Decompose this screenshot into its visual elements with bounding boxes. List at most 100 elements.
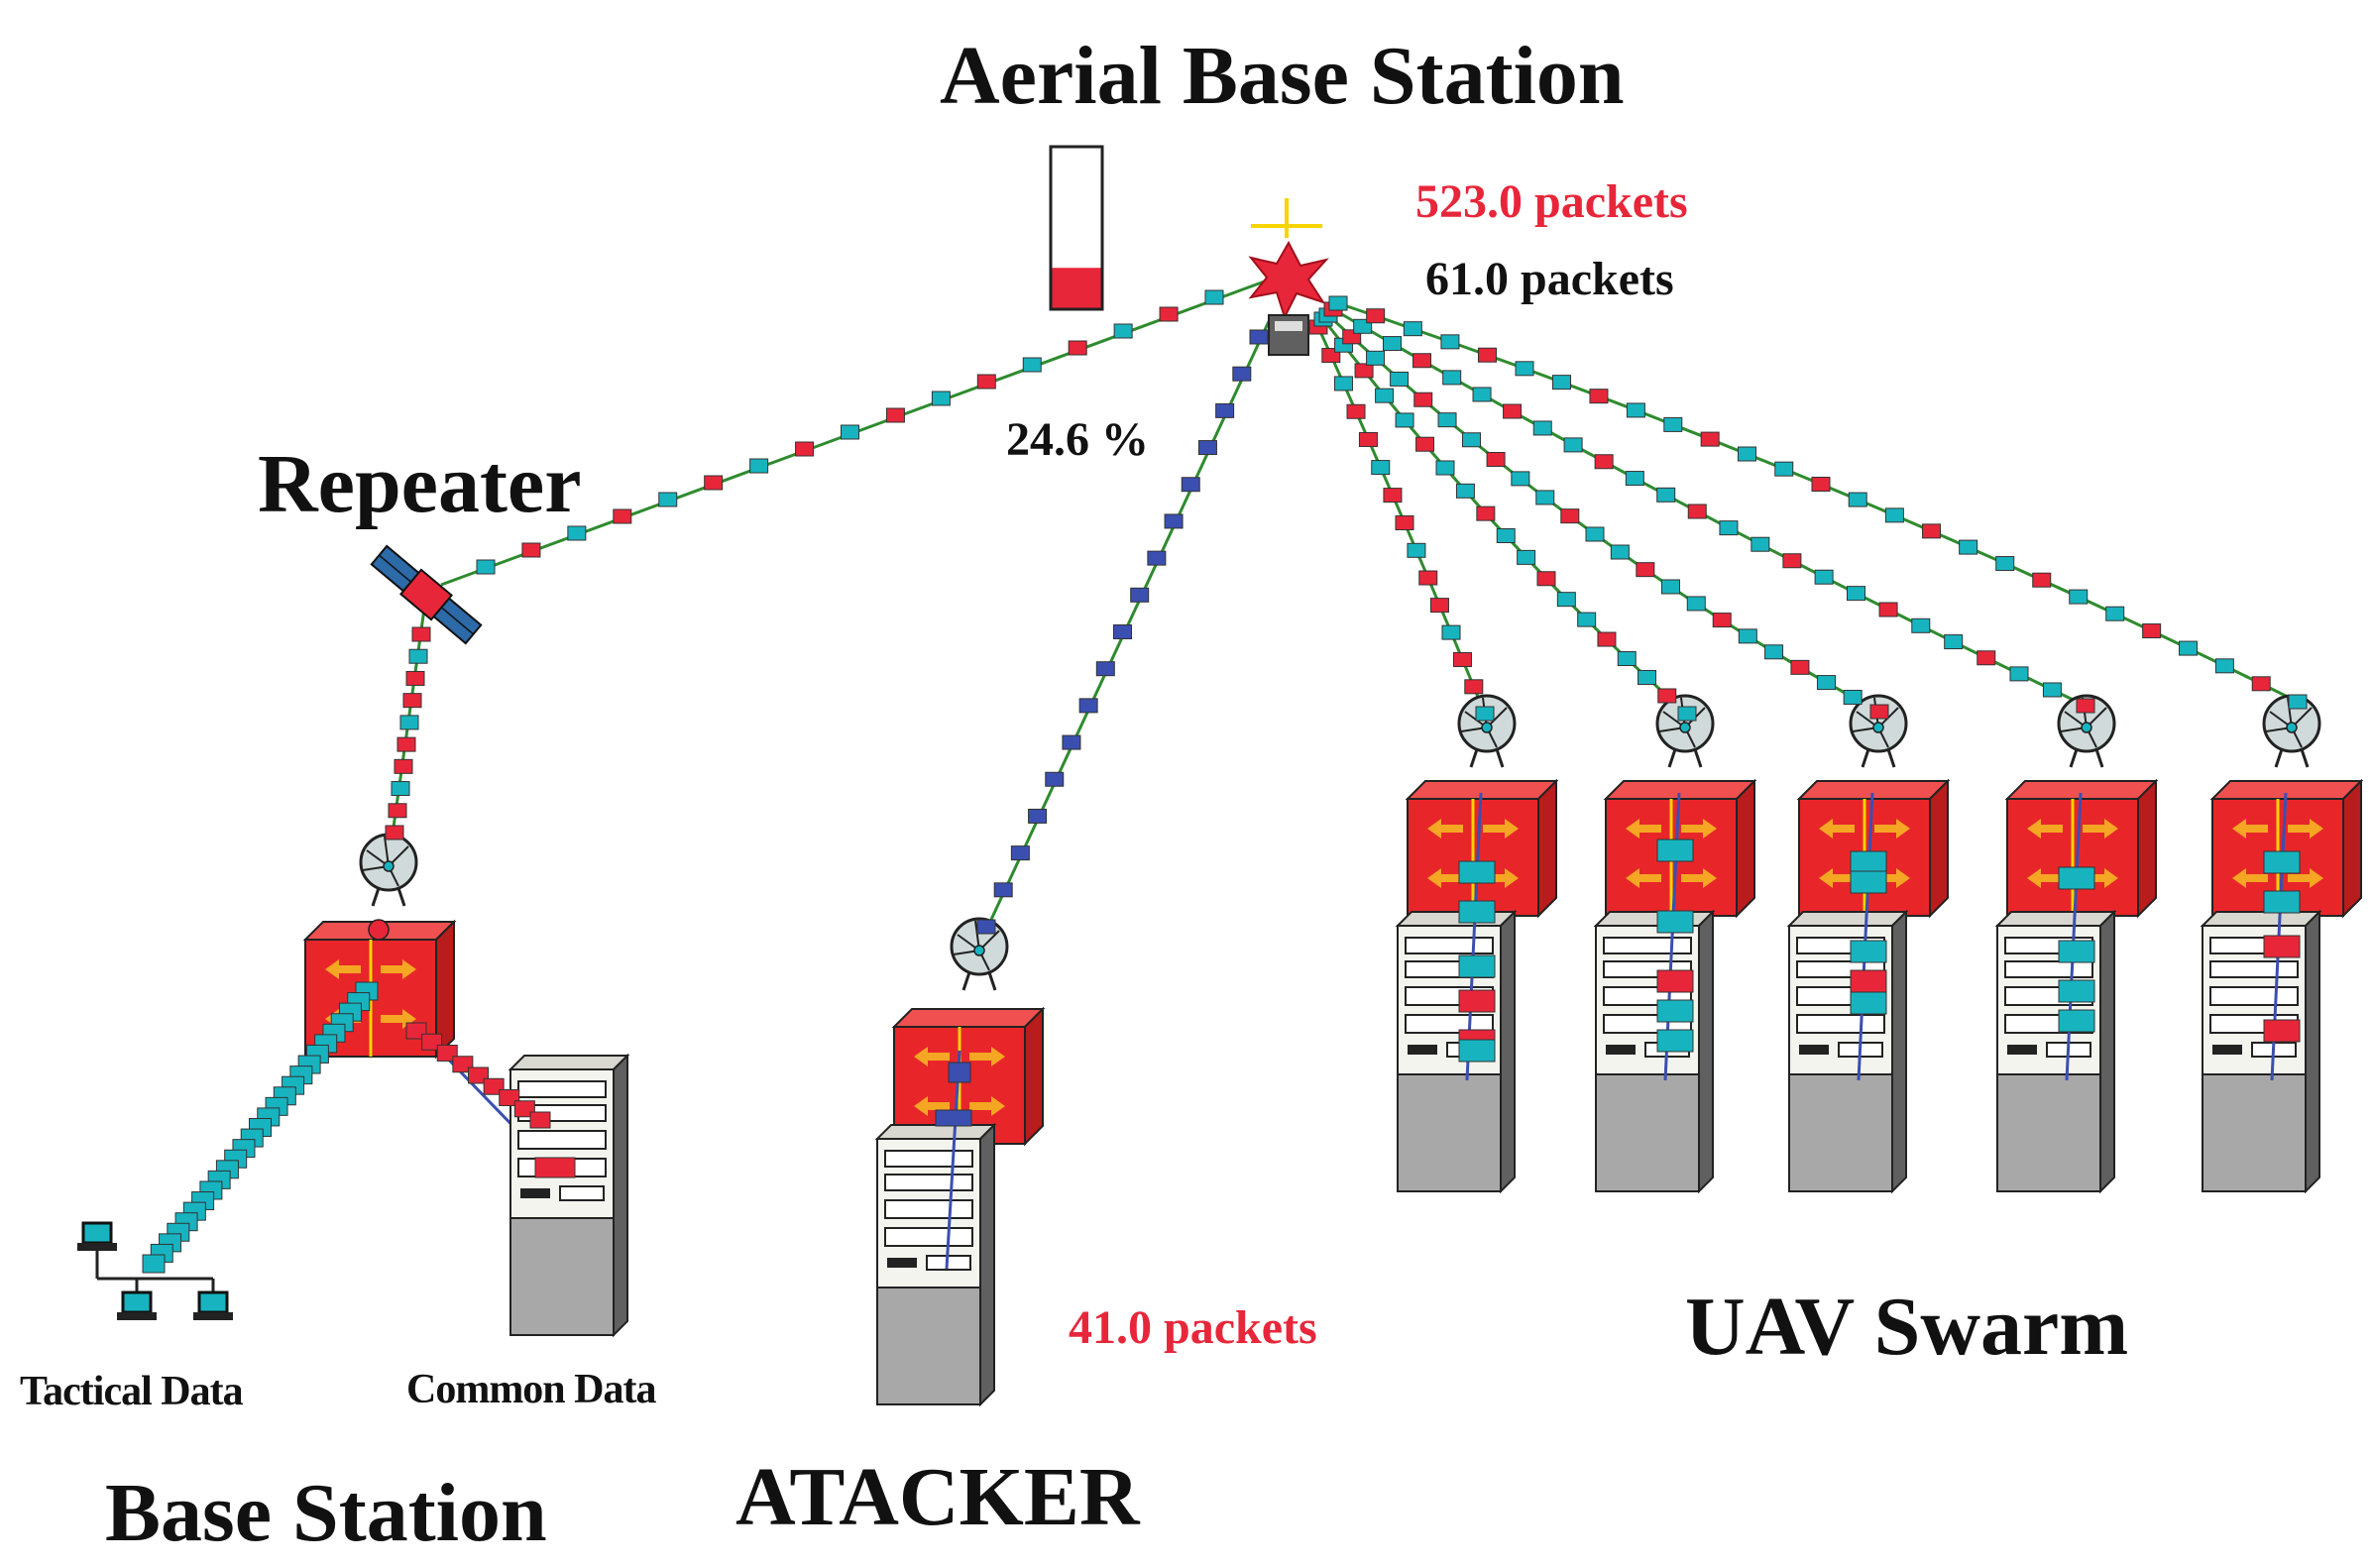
packet-marker (385, 825, 404, 840)
packets-count-black: 61.0 packets (1425, 253, 1674, 305)
packet-marker (1455, 483, 1475, 499)
packet-marker (1412, 353, 1432, 369)
packet-marker (993, 882, 1013, 898)
tactical-data-label: Tactical Data (20, 1369, 244, 1414)
packet-marker (1700, 431, 1720, 447)
packet-marker (2042, 682, 2062, 698)
base-station-label: Base Station (105, 1467, 547, 1559)
workstation-icon (191, 1290, 235, 1322)
aerial-base-station-title: Aerial Base Station (940, 30, 1625, 122)
packet-marker (499, 1089, 520, 1106)
packet-marker (1847, 586, 1866, 602)
packet-marker (396, 736, 416, 752)
packet-marker (1441, 624, 1461, 640)
packet-marker (142, 1254, 166, 1274)
server-tower-icon (876, 1124, 995, 1405)
packet-marker (2058, 940, 2095, 963)
packet-marker (1556, 592, 1576, 608)
packet-marker (529, 1111, 551, 1129)
packet-marker (1977, 650, 1996, 666)
packet-marker (2263, 890, 2301, 914)
packet-marker (931, 391, 951, 406)
packet-marker (1461, 432, 1481, 448)
packet-marker (567, 525, 587, 541)
packet-marker (1437, 412, 1457, 428)
uav-node (1397, 694, 1558, 1192)
packet-marker (704, 475, 724, 491)
packet-marker (452, 1056, 474, 1073)
attacker-node (876, 917, 1045, 1405)
packet-marker (1435, 460, 1455, 476)
packet-marker (399, 715, 419, 730)
packet-marker (1429, 598, 1449, 614)
packet-marker (1375, 388, 1395, 403)
packet-marker (2058, 1009, 2095, 1033)
packet-marker (1577, 612, 1597, 627)
satellite-icon (370, 544, 483, 645)
packet-marker (1078, 698, 1098, 714)
packet-marker (1511, 471, 1530, 487)
uav-node (1996, 694, 2158, 1192)
packet-marker (1589, 389, 1609, 404)
packet-marker (1458, 860, 1496, 884)
packet-marker (1626, 402, 1645, 418)
packet-marker (2288, 694, 2308, 710)
packet-marker (976, 374, 996, 390)
packet-marker (1850, 850, 1887, 874)
packet-marker (1068, 340, 1087, 356)
packet-marker (1850, 940, 1887, 963)
packet-marker (1452, 652, 1472, 668)
packet-marker (1878, 602, 1898, 617)
server-tower-icon (1595, 911, 1714, 1192)
packet-marker (1656, 487, 1676, 503)
packet-marker (513, 1100, 535, 1118)
uav-internal-link (1857, 792, 1874, 1081)
packet-marker (1403, 321, 1422, 337)
packet-marker (1366, 308, 1386, 324)
packet-marker (749, 458, 769, 474)
packet-marker (1790, 659, 1810, 675)
packet-marker (436, 1045, 458, 1062)
packet-marker (388, 803, 407, 819)
packet-marker (1181, 477, 1200, 493)
link-uav-3 (1326, 313, 1880, 714)
aerial-base-station (1049, 145, 1329, 356)
packet-marker (1536, 571, 1556, 587)
packet-marker (2179, 640, 2199, 656)
packet-marker (1159, 306, 1179, 322)
packet-marker (1657, 688, 1677, 704)
packet-marker (1944, 634, 1964, 650)
packet-marker (1814, 569, 1834, 585)
packet-marker (1597, 631, 1617, 647)
packet-marker (1147, 550, 1167, 566)
packet-marker (1638, 669, 1657, 685)
packet-marker (1816, 675, 1836, 691)
packet-marker (1062, 734, 1081, 750)
packet-marker (1687, 504, 1707, 519)
repeater-label: Repeater (258, 438, 582, 530)
packet-marker (1738, 628, 1757, 644)
packet-marker (1464, 679, 1484, 695)
packet-marker (1656, 839, 1694, 862)
packet-marker (2214, 658, 2234, 674)
packet-marker (1656, 969, 1694, 993)
packet-marker (1113, 624, 1132, 639)
packet-marker (394, 758, 413, 774)
packet-marker (935, 1109, 972, 1127)
star-antenna-icon (1248, 198, 1329, 356)
packet-marker (2009, 666, 2029, 682)
packet-marker (1232, 366, 1252, 382)
packet-marker (1712, 613, 1732, 628)
packet-marker (521, 542, 541, 558)
packet-marker (1517, 549, 1536, 565)
packet-marker (2076, 698, 2095, 714)
packet-marker (1774, 461, 1794, 477)
packet-marker (1475, 706, 1495, 722)
packet-marker (1472, 387, 1492, 402)
packet-marker (1333, 376, 1353, 392)
common-data-label: Common Data (406, 1367, 656, 1412)
server-tower-icon (1788, 911, 1907, 1192)
packet-marker (1782, 553, 1802, 569)
network-links (95, 271, 2299, 1293)
